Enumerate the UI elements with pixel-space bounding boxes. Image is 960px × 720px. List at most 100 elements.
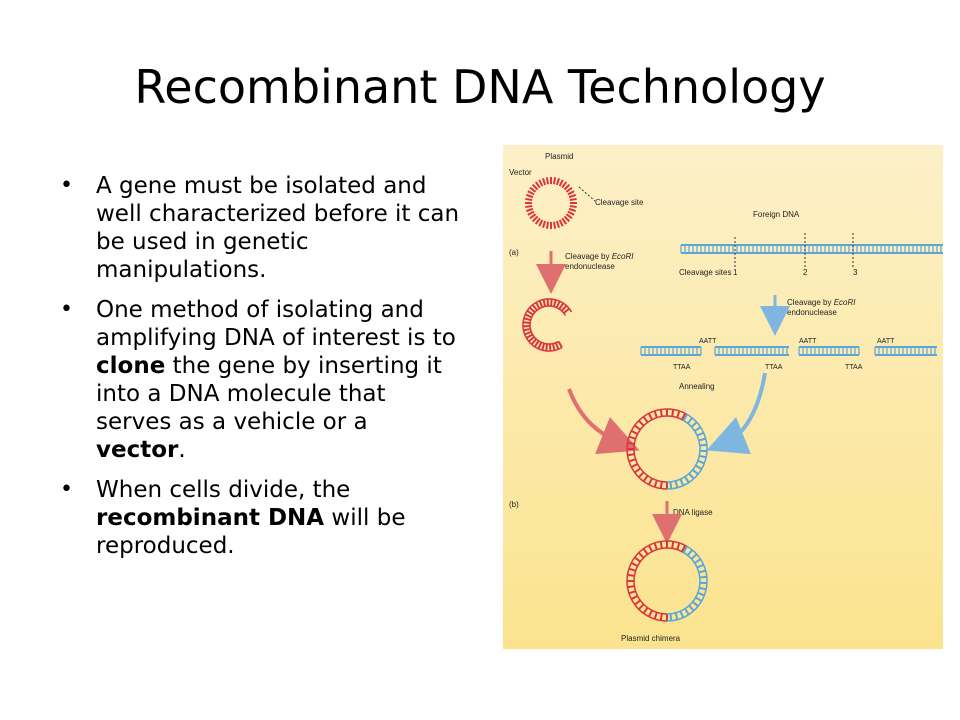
- plasmid-chimera-rung: [653, 542, 658, 550]
- plasmid-chimera-rung: [692, 600, 699, 607]
- bullet-dot-icon: •: [60, 297, 73, 322]
- plasmid-chimera-rung: [638, 552, 645, 559]
- slide-title: Recombinant DNA Technology: [134, 60, 826, 114]
- opened-plasmid-rung: [534, 340, 540, 348]
- opened-plasmid-rung: [535, 301, 541, 310]
- annealed-plasmid-rung: [647, 477, 653, 486]
- vector-plasmid-rung: [525, 204, 533, 209]
- arrow-curve-icon: [706, 372, 767, 455]
- opened-plasmid-rung: [549, 299, 553, 307]
- plasmid-chimera-rung: [696, 563, 704, 569]
- endonuclease-left-label: endonuclease: [565, 262, 615, 271]
- annealed-plasmid-rung: [695, 464, 703, 470]
- annealed-plasmid-rung: [699, 443, 707, 447]
- bullet-item: • When cells divide, the recombinant DNA…: [60, 476, 460, 560]
- panel-b-label: (b): [509, 500, 519, 509]
- opened-plasmid-rung: [545, 343, 549, 351]
- annealed-plasmid-rung: [628, 458, 636, 463]
- plasmid-chimera-rung: [647, 609, 653, 618]
- vector-label: Vector: [509, 168, 532, 177]
- plasmid-chimera-rung: [659, 613, 663, 621]
- annealed-plasmid-rung: [688, 472, 695, 480]
- plasmid-chimera-rung: [669, 613, 673, 621]
- panel-a-label: (a): [509, 248, 519, 257]
- annealed-plasmid-strand: [666, 413, 708, 490]
- annealed-plasmid-rung: [630, 429, 639, 435]
- vector-plasmid-rung: [569, 204, 577, 209]
- plasmid-chimera-rung: [697, 591, 705, 597]
- plasmid-chimera-rung: [698, 569, 706, 574]
- opened-plasmid-rung: [528, 336, 535, 343]
- site-number-2: 2: [803, 268, 808, 277]
- plasmid-chimera-rung: [647, 544, 653, 553]
- vector-plasmid-rung: [527, 210, 535, 216]
- bullet-text-run: will be reproduced.: [96, 505, 406, 559]
- vector-plasmid-rung: [534, 217, 541, 225]
- annealed-plasmid-rung: [642, 416, 649, 423]
- vector-plasmid-rung: [565, 186, 573, 193]
- fragment-ttaa-label-2: TTAA: [765, 364, 783, 371]
- annealed-plasmid-rung: [638, 420, 645, 427]
- recombinant-dna-figure: Plasmid Vector Cleavage site (a) Foreign…: [503, 145, 943, 649]
- vector-plasmid-rung: [529, 213, 537, 220]
- plasmid-chimera-rung: [638, 603, 645, 610]
- bullet-item: • A gene must be isolated and well chara…: [60, 172, 460, 284]
- plasmid-chimera-strand: [666, 545, 708, 622]
- annealed-plasmid-rung: [628, 435, 636, 440]
- annealed-plasmid-rung: [627, 441, 635, 445]
- bullet-text-run: One method of isolating and amplifying D…: [96, 297, 456, 351]
- vector-plasmid-rung: [555, 220, 560, 229]
- plasmid-chimera-rung: [627, 585, 635, 589]
- vector-plasmid-rung: [527, 190, 535, 196]
- cleavage-by-ecori-left-label: Cleavage by EcoRI: [565, 252, 634, 261]
- fragment-ttaa-label-1: TTAA: [673, 364, 691, 371]
- vector-plasmid-rung: [567, 190, 575, 196]
- annealed-plasmid-rung: [634, 467, 641, 474]
- fragment-ttaa-label-3: TTAA: [845, 364, 863, 371]
- opened-plasmid-strand: [529, 305, 567, 345]
- annealed-plasmid-rung: [697, 459, 705, 465]
- annealed-plasmid-rung: [634, 424, 641, 431]
- fragment-aatt-label-1: AATT: [699, 338, 717, 345]
- opened-plasmid-strand: [522, 298, 573, 352]
- opened-plasmid-rung: [552, 299, 557, 307]
- vector-plasmid-rung: [525, 207, 534, 212]
- vector-plasmid-rung: [545, 177, 550, 185]
- arrow-curve-icon: [567, 388, 640, 455]
- bullet-text-run: .: [178, 437, 186, 463]
- plasmid-chimera-rung: [659, 541, 663, 549]
- plasmid-chimera-rung: [676, 542, 681, 550]
- annealed-plasmid-rung: [679, 478, 685, 486]
- bullet-text-run: A gene must be isolated and well charact…: [96, 173, 460, 283]
- vector-plasmid-rung: [538, 179, 544, 187]
- plasmid-chimera-rung: [694, 558, 702, 564]
- annealed-plasmid-rung: [638, 471, 645, 478]
- vector-plasmid-rung: [531, 183, 539, 191]
- opened-plasmid-rung: [524, 330, 532, 336]
- annealed-plasmid-rung: [653, 410, 658, 418]
- annealed-plasmid-rung: [694, 426, 702, 432]
- plasmid-chimera-rung: [699, 586, 707, 591]
- fragment-aatt-label-2: AATT: [799, 338, 817, 345]
- figure-background: [503, 145, 943, 649]
- plasmid-chimera-strand: [666, 551, 701, 615]
- plasmid-chimera-rung: [695, 596, 703, 602]
- plasmid-chimera-label: Plasmid chimera: [621, 634, 681, 643]
- opened-plasmid-rung: [557, 340, 563, 349]
- bullet-bold-run: recombinant DNA: [96, 505, 325, 531]
- bullet-item: • One method of isolating and amplifying…: [60, 296, 460, 464]
- vector-plasmid-rung: [569, 197, 577, 202]
- vector-plasmid-rung: [568, 207, 577, 212]
- opened-plasmid-rung: [551, 343, 556, 351]
- opened-plasmid-rung: [523, 317, 531, 322]
- bullet-text: One method of isolating and amplifying D…: [96, 297, 456, 463]
- vector-plasmid-rung: [558, 219, 564, 227]
- vector-plasmid-rung: [565, 213, 573, 220]
- plasmid-chimera-strand: [633, 547, 684, 615]
- bullet-bold-run: clone: [96, 353, 166, 379]
- opened-plasmid-rung: [524, 313, 533, 319]
- plasmid-chimera-strand: [626, 540, 688, 622]
- vector-plasmid-rung: [563, 183, 571, 191]
- opened-plasmid-rung: [523, 321, 531, 325]
- endonuclease-right-label: endonuclease: [787, 308, 837, 317]
